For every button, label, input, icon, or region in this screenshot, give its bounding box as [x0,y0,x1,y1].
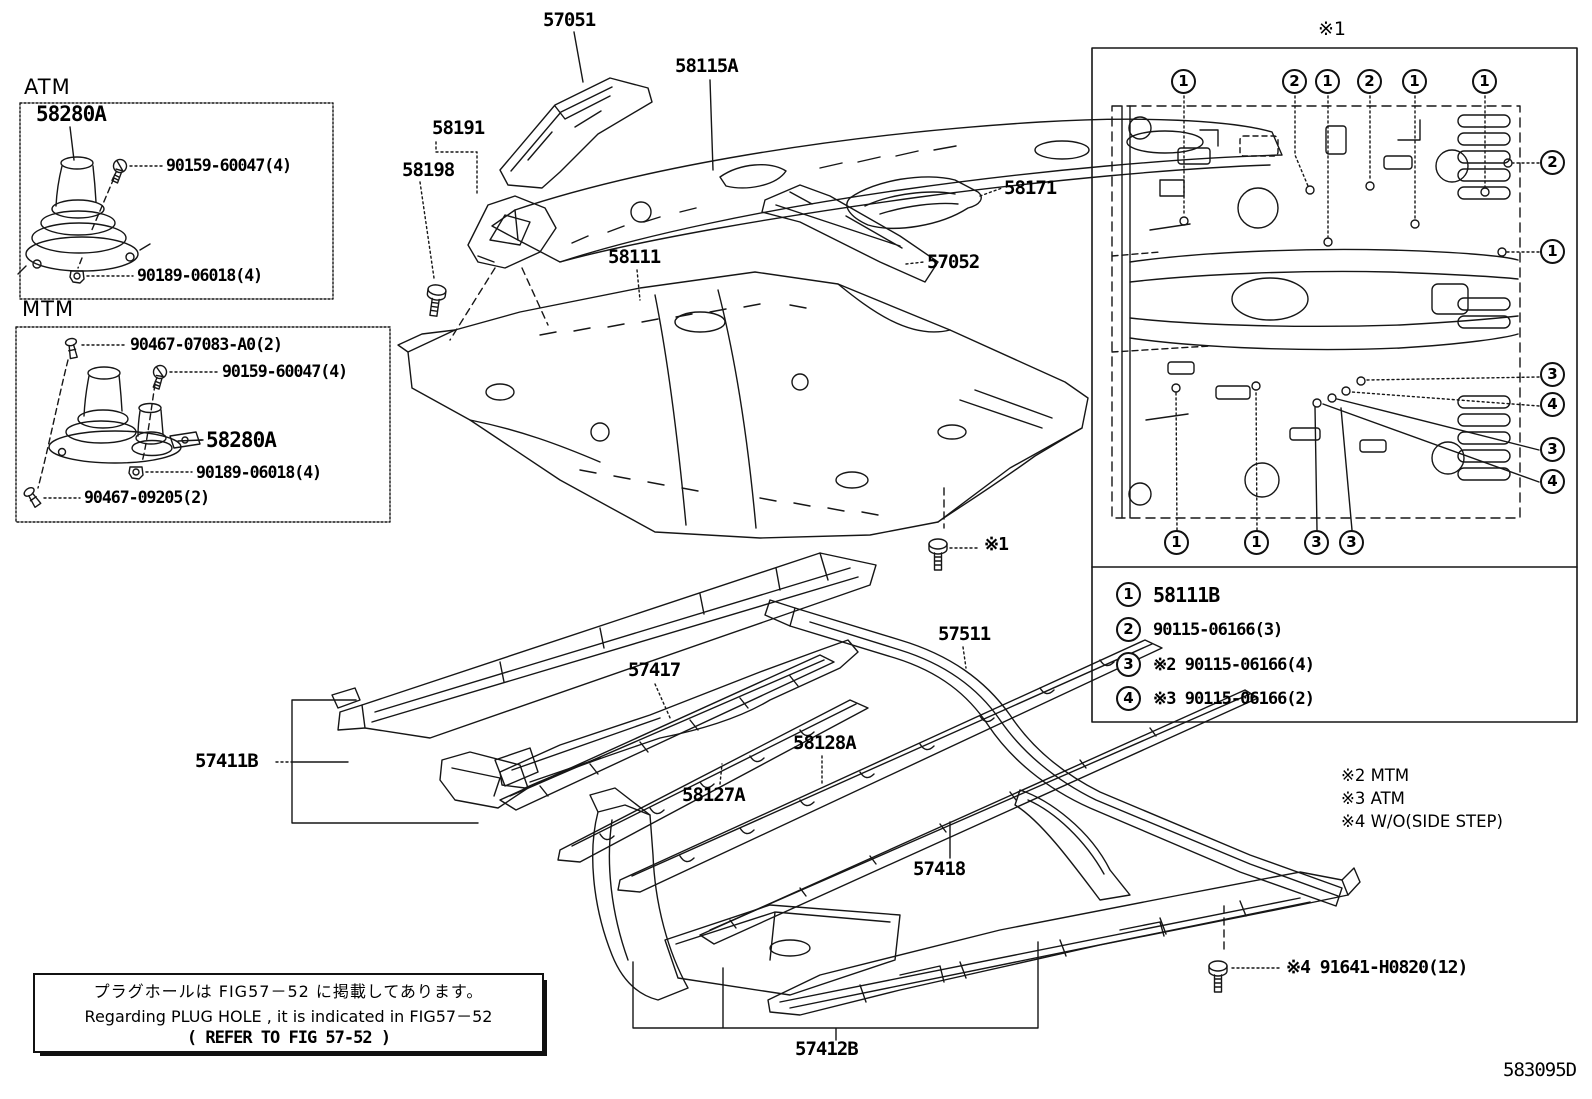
inset-slots [1458,115,1510,480]
note-line-reference: ( REFER TO FIG 57-52 ) [186,1028,391,1048]
note-line-japanese: プラグホールは FIG57－52 に掲載してあります。 [93,982,484,1001]
inset-plan-art [1092,48,1577,722]
legend-row: 3 ※2 90115-06166(4) [1116,652,1315,677]
fastener-label-nut-mtm: 90189-06018(4) [196,463,322,482]
inset-callout-circle: 1 [1244,530,1269,555]
part-label-57412b: 57412B [795,1038,859,1060]
legend-row: 4 ※3 90115-06166(2) [1116,686,1315,711]
inset-callout-circle: 3 [1339,530,1364,555]
inset-callout-circle: 1 [1402,69,1427,94]
part-label-58128a: 58128A [793,732,857,754]
legend-row: 2 90115-06166(3) [1116,617,1283,642]
atm-box-art [18,103,333,299]
note-line-english: Regarding PLUG HOLE , it is indicated in… [84,1007,493,1026]
inset-callout-circle: 1 [1164,530,1189,555]
legend-text: ※3 90115-06166(2) [1153,688,1315,709]
part-label-58198: 58198 [402,159,455,181]
legend-circle: 4 [1116,686,1141,711]
inset-callout-circle: 4 [1540,469,1565,494]
inset-callout-circle: 3 [1304,530,1329,555]
part-label-57417: 57417 [628,659,681,681]
mtm-box-art [16,327,390,522]
part-label-58280a-atm: 58280A [36,102,107,126]
plug-hole-note-box: プラグホールは FIG57－52 に掲載してあります。 Regarding PL… [33,973,544,1053]
part-label-57418: 57418 [913,858,966,880]
legend-circle: 3 [1116,652,1141,677]
footnote-mtm: ※2 MTM [1341,766,1410,785]
inset-callout-circle: 3 [1540,362,1565,387]
inset-callout-circle: 1 [1315,69,1340,94]
callout-note-bottom-bolt: ※4 91641-H0820(12) [1286,957,1468,978]
legend-circle: 1 [1116,582,1141,607]
inset-callout-circle: 2 [1540,150,1565,175]
mtm-box-title: MTM [22,297,75,321]
inset-callout-circle: 4 [1540,392,1565,417]
callout-note-center-bolt: ※1 [984,534,1009,555]
footnote-atm: ※3 ATM [1341,789,1405,808]
inset-callout-circle: 1 [1472,69,1497,94]
inset-callout-circle: 1 [1540,239,1565,264]
fastener-label-screw-mtm: 90159-60047(4) [222,362,348,381]
inset-callout-circle: 1 [1171,69,1196,94]
legend-circle: 2 [1116,617,1141,642]
fastener-label-clip-top-mtm: 90467-07083-A0(2) [130,335,283,354]
part-label-57051: 57051 [543,9,596,31]
upper-panels-art [420,32,1282,340]
legend-text: 58111B [1153,582,1220,607]
part-label-57411b: 57411B [195,750,259,772]
legend-row: 1 58111B [1116,582,1220,607]
footnote-side-step: ※4 W/O(SIDE STEP) [1341,812,1503,831]
inset-title-note: ※1 [1318,18,1347,40]
legend-text: ※2 90115-06166(4) [1153,654,1315,675]
fastener-label-nut-atm: 90189-06018(4) [137,266,263,285]
part-label-58280a-mtm: 58280A [206,428,277,452]
part-label-57511: 57511 [938,623,991,645]
rocker-panel-art [590,788,1360,1040]
legend-text: 90115-06166(3) [1153,619,1283,640]
fastener-label-screw-atm: 90159-60047(4) [166,156,292,175]
inset-callout-circle: 3 [1540,437,1565,462]
part-label-58115a: 58115A [675,55,739,77]
part-label-58111: 58111 [608,246,661,268]
diagram-code: 583095D [1503,1059,1577,1081]
atm-box-title: ATM [24,75,71,99]
floor-panel-58111-art [398,270,1088,571]
sill-members-art [276,553,1342,944]
inset-callout-circle: 2 [1357,69,1382,94]
part-label-57052: 57052 [927,251,980,273]
part-label-58171: 58171 [1004,177,1057,199]
fastener-label-clip-bottom-mtm: 90467-09205(2) [84,488,210,507]
part-label-58127a: 58127A [682,784,746,806]
part-label-58191: 58191 [432,117,485,139]
inset-callout-circle: 2 [1282,69,1307,94]
